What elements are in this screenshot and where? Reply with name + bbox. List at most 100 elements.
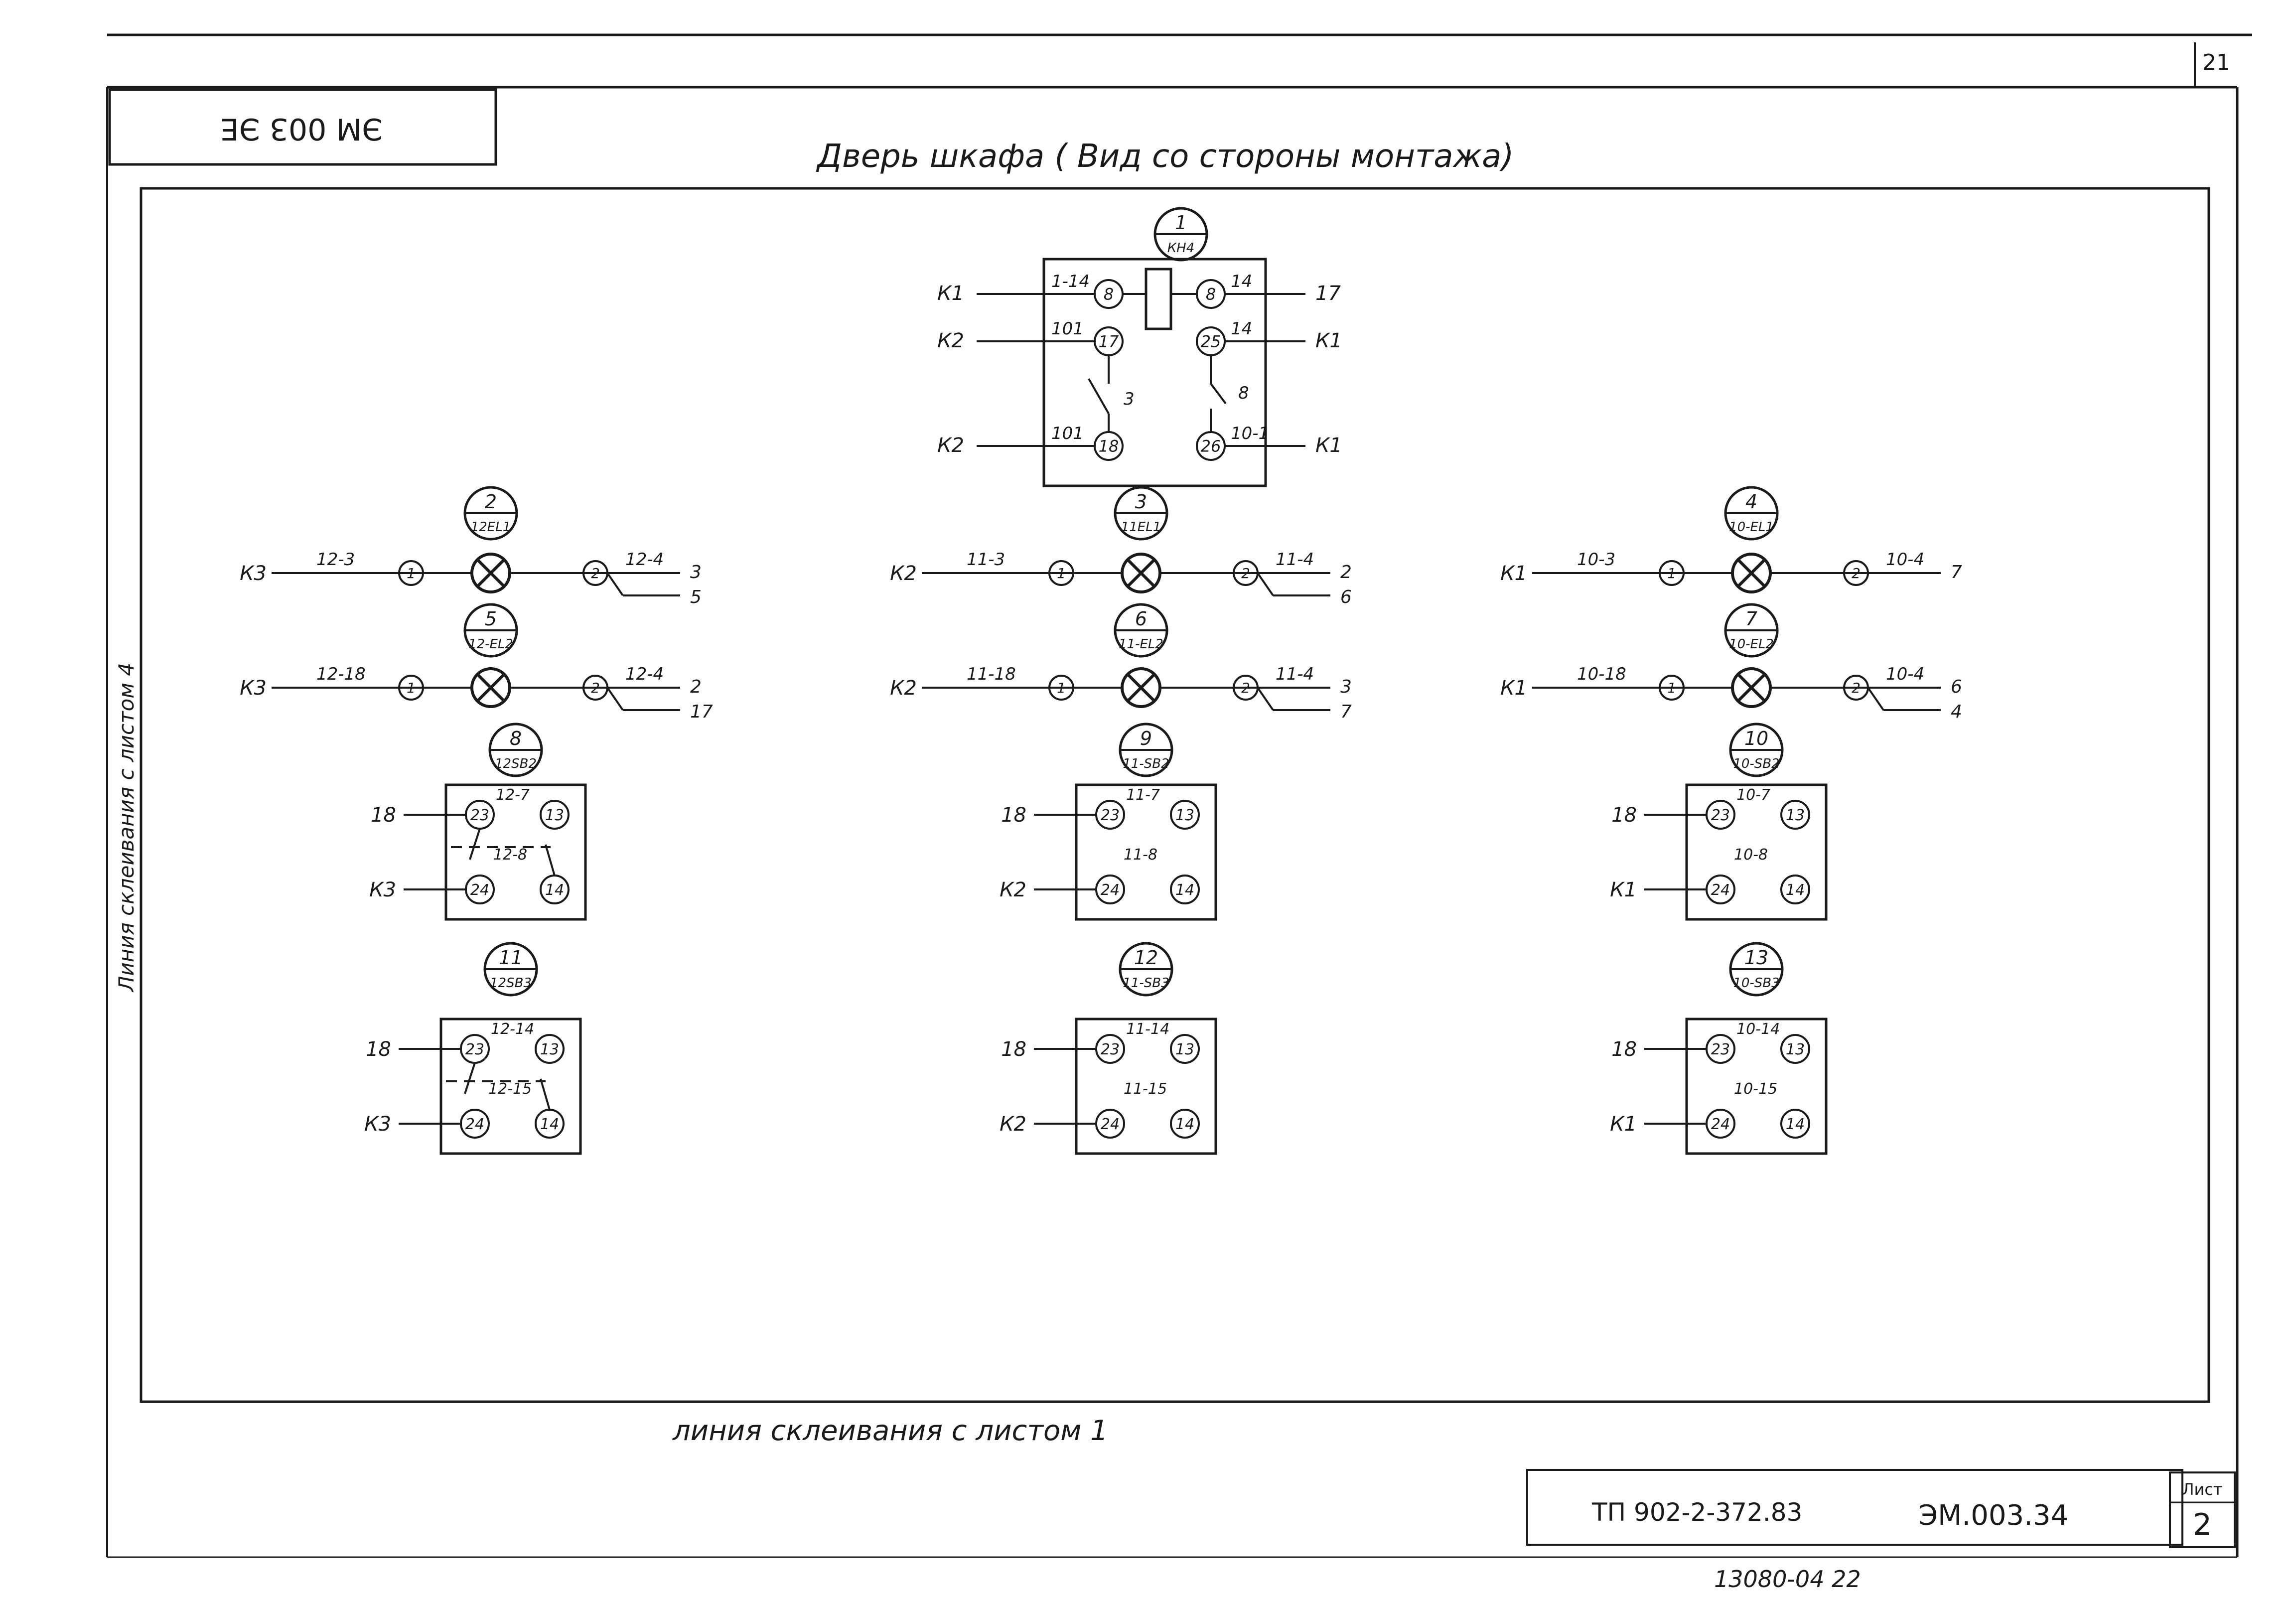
switch-13-terminal-23 <box>1706 1034 1735 1064</box>
lamp-7-terminal-left <box>1659 675 1685 701</box>
switch-9-terminal-13 <box>1170 800 1200 830</box>
switch-8-body <box>444 783 587 921</box>
stamp-code: ЭМ 003 ЭЕ <box>220 111 383 146</box>
switch-10-terminal-14 <box>1780 875 1810 904</box>
switch-12-terminal-13-label: 13 <box>1175 1041 1194 1058</box>
lamp-2-terminal-right-label: 2 <box>591 565 600 582</box>
lamp-2-symbol-cross <box>476 558 506 588</box>
switch-10-wire-top-label: 10-7 <box>1736 786 1770 804</box>
switch-10-terminal-23 <box>1706 800 1735 830</box>
project-code: ТП 902-2-372.83 <box>1591 1498 1802 1527</box>
lamp-5-out-1: 2 <box>690 677 702 697</box>
lamp-6-wire-left: 11-18 <box>967 664 1016 684</box>
switch-8-terminal-14-label: 14 <box>545 881 564 899</box>
lamp-4-terminal-right <box>1843 560 1869 586</box>
lamp-2-tag-number: 2 <box>485 491 497 513</box>
lamp-2-branch <box>606 572 624 596</box>
switch-13-terminal-14-label: 14 <box>1786 1116 1805 1133</box>
switch-10-terminal-13 <box>1780 800 1810 830</box>
switch-10-terminal-24 <box>1706 875 1735 904</box>
document-code: ЭМ.003.34 <box>1918 1499 2068 1532</box>
switch-11-contact <box>464 1062 476 1094</box>
switch-11-terminal-13-label: 13 <box>540 1041 559 1058</box>
switch-12-row1-label: 18 <box>1001 1038 1026 1061</box>
switch-13-terminal-13-label: 13 <box>1786 1041 1805 1058</box>
lamp-2-wire-left: 12-3 <box>316 550 355 570</box>
lamp-3-wire-left: 11-3 <box>967 550 1005 570</box>
lamp-5-symbol-cross <box>476 673 506 703</box>
lamp-5-tag-number: 5 <box>485 608 497 630</box>
device-1-tag-name: КН4 <box>1167 241 1195 256</box>
lamp-7-terminal-left-label: 1 <box>1667 680 1676 696</box>
lamp-4-terminal-left <box>1659 560 1685 586</box>
switch-12-terminal-23-label: 23 <box>1101 1041 1120 1058</box>
switch-10-tag-name: 10-SB2 <box>1733 756 1779 771</box>
sheet-label: Лист <box>2182 1480 2222 1499</box>
lamp-7-out-1: 6 <box>1951 677 1962 697</box>
switch-10-terminal-23-label: 23 <box>1711 807 1730 824</box>
switch-10-terminal-13-label: 13 <box>1786 807 1805 824</box>
switch-11-terminal-24-label: 24 <box>465 1116 484 1133</box>
title-block <box>1526 1469 2236 1548</box>
device-1-contact <box>1210 383 1227 405</box>
switch-10-row1-label: 18 <box>1611 804 1637 827</box>
device-1-left-wire-label: 1-14 <box>1051 272 1090 292</box>
switch-8-contact <box>545 844 556 876</box>
lamp-4-terminal-left-label: 1 <box>1667 565 1676 582</box>
switch-9-row1-label: 18 <box>1001 804 1026 827</box>
switch-13-row1-label: 18 <box>1611 1038 1637 1061</box>
lamp-4-out-1: 7 <box>1951 562 1962 583</box>
lamp-3-tag-name: 11EL1 <box>1121 520 1161 535</box>
lamp-7-tag-name: 10-EL2 <box>1729 637 1774 652</box>
switch-12-wire-mid-label: 11-15 <box>1124 1080 1167 1098</box>
device-1-right-cable: К1 <box>1315 434 1342 457</box>
footer-code: 13080-04 22 <box>1714 1566 1861 1593</box>
switch-11-terminal-14-label: 14 <box>540 1116 559 1133</box>
bottom-note: линия склеивания с листом 1 <box>672 1415 1108 1447</box>
device-1-contact-mark: 3 <box>1124 389 1135 409</box>
switch-9-tag-number: 9 <box>1140 728 1152 749</box>
sheet-number: 21 <box>2202 50 2230 75</box>
switch-13-terminal-23-label: 23 <box>1711 1041 1730 1058</box>
lamp-3-wire-right: 11-4 <box>1276 550 1314 570</box>
switch-13-terminal-24 <box>1706 1109 1735 1139</box>
sheet-value: 2 <box>2193 1507 2212 1542</box>
lamp-6-tag-name: 11-EL2 <box>1119 637 1163 652</box>
lamp-6-symbol-cross <box>1126 673 1156 703</box>
lamp-6-terminal-right-label: 2 <box>1241 680 1250 696</box>
switch-12-row2-label: К2 <box>1000 1113 1026 1136</box>
lamp-2-out-2: 5 <box>690 587 702 607</box>
device-1-left-terminal-label: 18 <box>1099 437 1119 456</box>
switch-9-tag-name: 11-SB2 <box>1123 756 1169 771</box>
lamp-3-cable: К2 <box>890 562 917 585</box>
device-1-contact-mark: 8 <box>1238 383 1249 403</box>
switch-8-wire-top-label: 12-7 <box>496 786 530 804</box>
device-1-right-cable: 17 <box>1315 282 1341 305</box>
switch-10-terminal-24-label: 24 <box>1711 881 1730 899</box>
switch-8-terminal-24 <box>465 875 495 904</box>
lamp-3-terminal-left <box>1048 560 1074 586</box>
lamp-6-wire-right: 11-4 <box>1276 664 1314 684</box>
device-1-right-cable: К1 <box>1315 329 1342 352</box>
switch-12-terminal-14-label: 14 <box>1175 1116 1194 1133</box>
lamp-5-wire-right: 12-4 <box>625 664 664 684</box>
switch-11-tag-number: 11 <box>499 947 523 969</box>
lamp-6-tag-number: 6 <box>1135 608 1147 630</box>
lamp-3-branch <box>1257 572 1274 596</box>
lamp-4-wire-left: 10-3 <box>1577 550 1615 570</box>
lamp-4-tag-name: 10-EL1 <box>1729 520 1774 535</box>
switch-13-row2-label: К1 <box>1610 1113 1637 1136</box>
switch-10-wire-mid-label: 10-8 <box>1734 846 1768 864</box>
lamp-4-tag-number: 4 <box>1745 491 1757 513</box>
switch-13-tag-name: 10-SB3 <box>1733 976 1779 991</box>
switch-12-body <box>1075 1018 1217 1155</box>
lamp-3-terminal-left-label: 1 <box>1057 565 1066 582</box>
switch-9-terminal-13-label: 13 <box>1175 807 1194 824</box>
device-1-right-wire-label: 14 <box>1231 272 1252 292</box>
switch-9-row2-label: К2 <box>1000 878 1026 901</box>
lamp-2-cable: К3 <box>240 562 267 585</box>
lamp-6-terminal-left-label: 1 <box>1057 680 1066 696</box>
device-1-left-terminal-label: 17 <box>1099 332 1119 351</box>
device-1-body <box>1042 258 1267 487</box>
device-1-left-wire-label: 101 <box>1051 319 1084 339</box>
